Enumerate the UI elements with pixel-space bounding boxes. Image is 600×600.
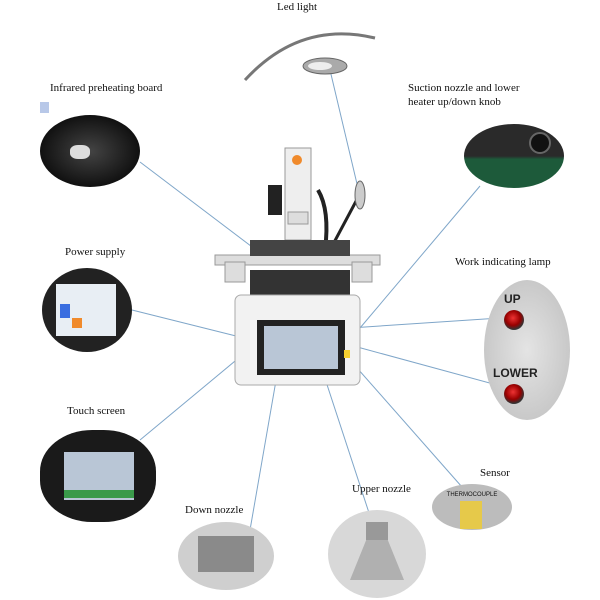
leader-lamp-lower bbox=[349, 344, 498, 386]
leader-suction bbox=[359, 185, 481, 329]
document-icon bbox=[40, 102, 49, 113]
label-infrared-board: Infrared preheating board bbox=[50, 82, 163, 94]
label-suction-line2: heater up/down knob bbox=[408, 96, 501, 108]
leader-led bbox=[329, 69, 363, 206]
sensor-thermocouple-text: THERMOCOUPLE bbox=[446, 492, 498, 498]
led-lamp-illustration bbox=[243, 32, 376, 82]
label-power-supply: Power supply bbox=[65, 246, 126, 258]
label-upper-nozzle: Upper nozzle bbox=[352, 483, 411, 495]
upper-nozzle-photo bbox=[328, 510, 426, 598]
infrared-board-photo bbox=[40, 115, 140, 187]
up-lamp-icon bbox=[504, 310, 524, 330]
power-supply-photo bbox=[42, 268, 132, 352]
leader-power bbox=[131, 309, 237, 337]
label-work-lamp: Work indicating lamp bbox=[455, 256, 551, 268]
suction-knob-photo bbox=[464, 124, 564, 188]
leader-sensor bbox=[349, 359, 463, 488]
label-touch-screen: Touch screen bbox=[67, 405, 126, 417]
label-sensor: Sensor bbox=[480, 467, 510, 479]
leader-lamp-up bbox=[349, 317, 501, 329]
lower-lamp-icon bbox=[504, 384, 524, 404]
label-led-light: Led light bbox=[277, 1, 318, 13]
work-lamp-photo: UP LOWER bbox=[484, 280, 570, 420]
sensor-photo: THERMOCOUPLE bbox=[432, 484, 512, 530]
label-down-nozzle: Down nozzle bbox=[185, 504, 244, 516]
lamp-lower-text: LOWER bbox=[493, 366, 538, 380]
label-suction-line1: Suction nozzle and lower bbox=[408, 82, 520, 94]
down-nozzle-photo bbox=[178, 522, 274, 590]
touch-screen-photo bbox=[40, 430, 156, 522]
rework-station-illustration bbox=[214, 147, 381, 386]
lamp-up-text: UP bbox=[504, 292, 521, 306]
